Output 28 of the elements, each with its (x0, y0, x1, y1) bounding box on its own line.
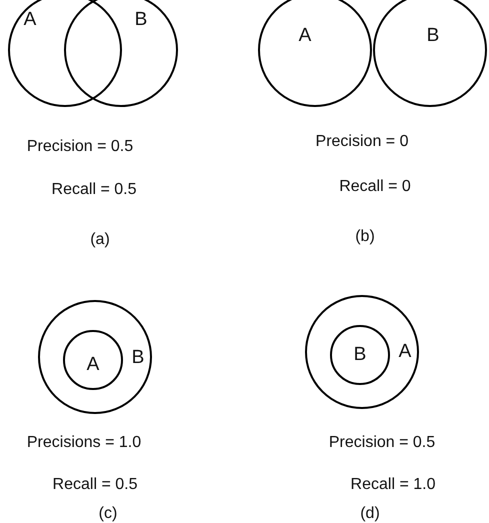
set-label: B (426, 25, 440, 47)
circle (305, 295, 419, 409)
set-label: B (134, 9, 148, 31)
set-label: A (86, 354, 100, 376)
metric-text: Precisions = 1.0 (26, 433, 142, 453)
metric-text: Recall = 1.0 (350, 475, 436, 495)
panel-caption: (c) (98, 504, 118, 523)
metric-text: Recall = 0.5 (52, 180, 136, 200)
circle (64, 0, 178, 107)
circle (8, 0, 122, 107)
circle (63, 330, 123, 390)
set-label: B (132, 347, 144, 369)
metric-text: Precision = 0.5 (26, 137, 134, 157)
metric-text: Recall = 0.5 (52, 475, 138, 495)
panel-caption: (a) (90, 230, 110, 250)
circle (38, 300, 152, 414)
set-label: A (298, 25, 312, 47)
circle (258, 0, 372, 107)
set-label: B (354, 344, 366, 366)
metric-text: Recall = 0 (339, 177, 411, 197)
metric-text: Precision = 0.5 (328, 433, 436, 453)
panel-caption: (d) (360, 504, 380, 523)
circle (330, 325, 390, 385)
metric-text: Precision = 0 (316, 132, 408, 152)
circle (373, 0, 487, 107)
panel-caption: (b) (355, 227, 375, 247)
set-label: A (24, 9, 36, 31)
set-label: A (398, 341, 412, 363)
